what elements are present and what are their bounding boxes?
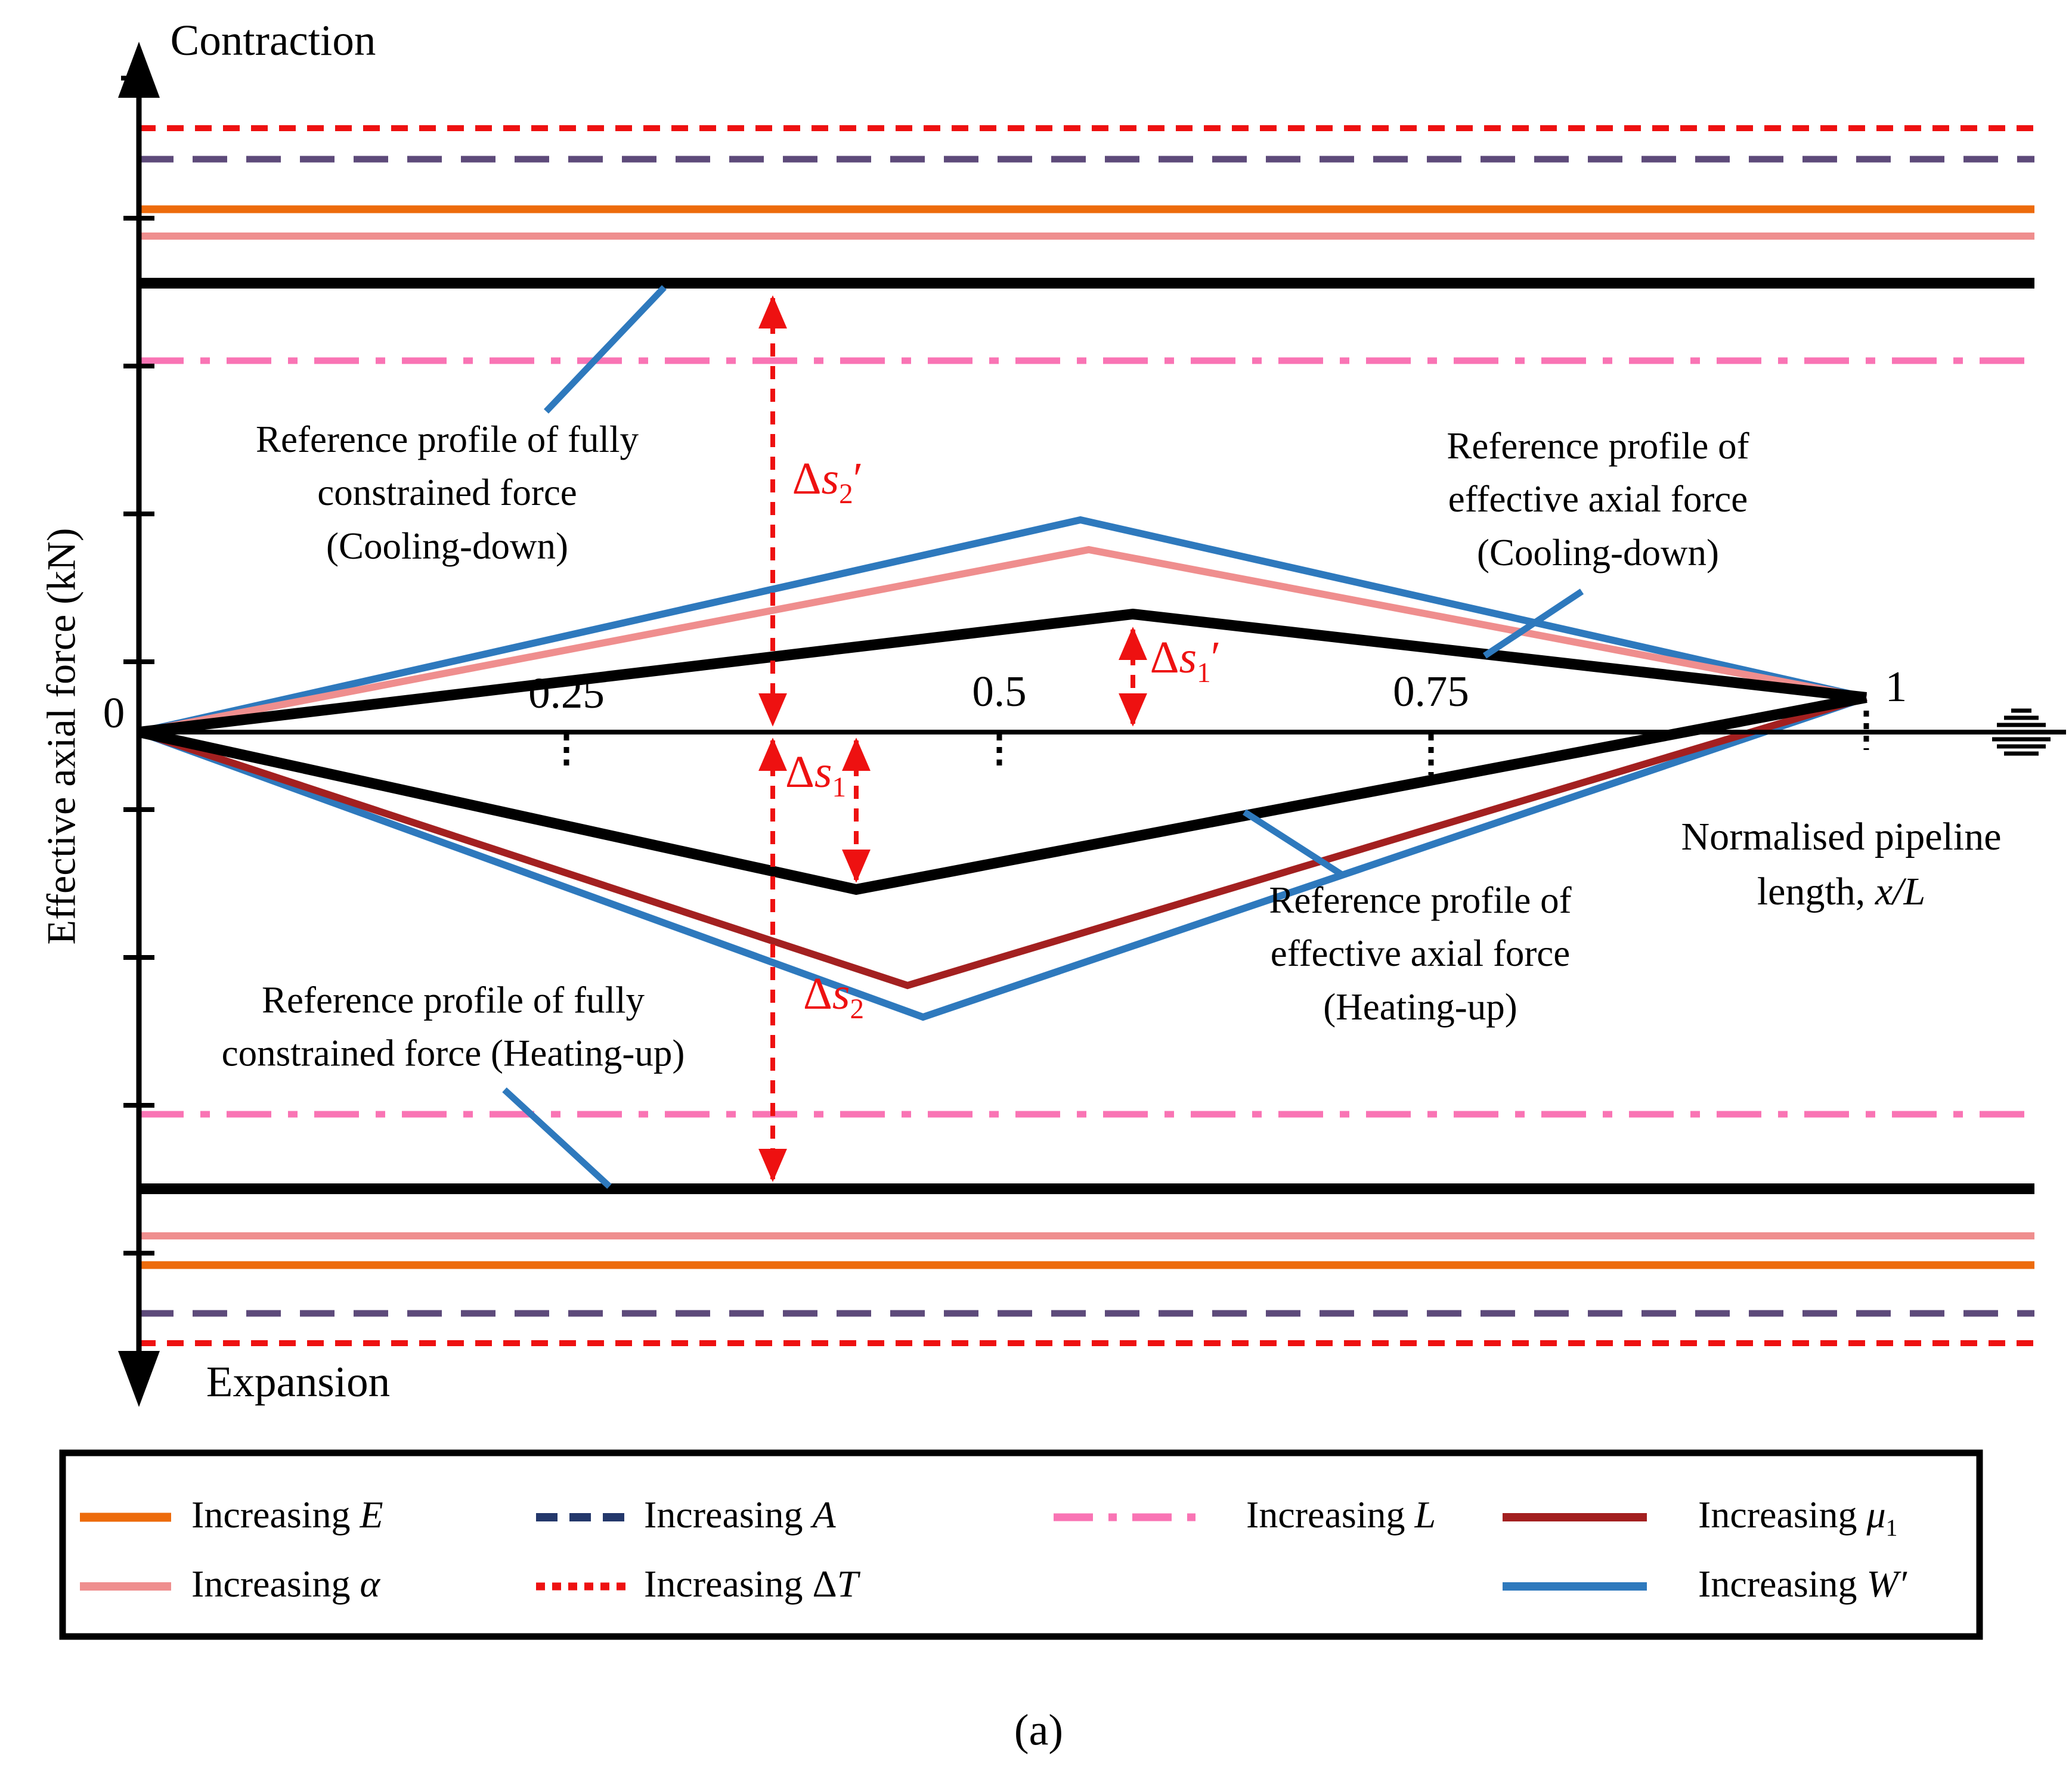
y-axis-title: Effective axial force (kN) [38,528,84,945]
legend-label-increasing-mu1: Increasing μ1 [1698,1493,1898,1541]
pipeline-end-anchor-icon [1992,708,2051,756]
legend-label-increasing-W: Increasing W′ [1698,1563,1907,1605]
x-axis-title-line1: Normalised pipeline [1681,815,2002,858]
x-tick-label-1: 1 [1885,662,1907,711]
delta-s1-prime-label: Δs1′ [1150,632,1221,689]
x-tick-label-0.25: 0.25 [528,669,605,717]
x-tick-label-0.75: 0.75 [1393,667,1469,715]
delta-s1-label: Δs1 [785,746,847,804]
note-heating-constrained: Reference profile of fully constrained f… [221,979,685,1074]
note-heating-effective: Reference profile of effective axial for… [1269,879,1572,1028]
x-axis-title: Normalised pipeline length, x/L [1681,810,2001,920]
delta-s2-prime-label: Δs2′ [792,453,863,510]
legend-label-increasing-deltaT: Increasing ΔT [644,1563,859,1605]
legend-label-increasing-E: Increasing E [191,1493,383,1536]
legend-label-increasing-L: Increasing L [1246,1493,1436,1536]
y-axis-down-arrow-icon [118,1351,160,1407]
leader-cooling-constrained [544,285,667,414]
leader-heating-effective [1243,809,1345,878]
legend-box [59,1449,1983,1640]
legend-label-increasing-A: Increasing A [644,1493,836,1536]
profile-cooling-increasing-W [138,516,1867,736]
delta-s2-label: Δs2 [803,968,865,1025]
figure-caption: (a) [1014,1706,1064,1755]
profile-cooling-increasing-alpha [138,545,1867,736]
y-direction-label-top: Contraction [170,16,376,64]
y-axis-up-arrow-icon [118,42,160,98]
y-direction-label-bottom: Expansion [206,1357,391,1406]
x-tick-label-0.5: 0.5 [972,667,1027,715]
note-cooling-constrained: Reference profile of fully constrained f… [256,418,639,567]
leader-heating-constrained [502,1087,612,1189]
note-cooling-effective: Reference profile of effective axial for… [1447,424,1749,574]
x-tick-label-0: 0 [103,689,125,737]
legend-label-increasing-alpha: Increasing α [191,1563,380,1605]
x-axis-title-line2: length, x/L [1757,870,1926,914]
profile-cooling-reference [138,608,1867,737]
leader-cooling-effective [1482,588,1584,659]
profile-heating-increasing-W [137,694,1867,1021]
profile-heating-reference [138,692,1867,895]
profile-heating-increasing-mu1 [138,694,1867,990]
